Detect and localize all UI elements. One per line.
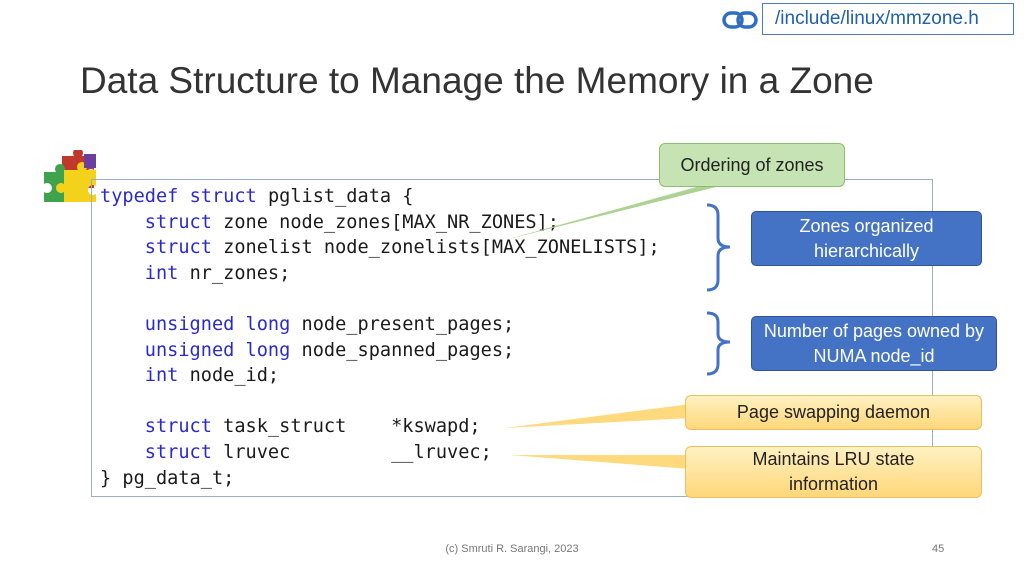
- code-keyword: long: [245, 339, 291, 361]
- puzzle-pieces-icon: [44, 150, 96, 202]
- chain-link-icon: [722, 11, 758, 29]
- code-line: struct zonelist node_zonelists[MAX_ZONEL…: [100, 235, 660, 261]
- code-text: nr_zones;: [178, 262, 291, 284]
- code-keyword: long: [245, 313, 291, 335]
- code-text: } pg_data_t;: [100, 467, 235, 489]
- code-line: int node_id;: [100, 363, 660, 389]
- code-keyword: struct: [144, 416, 212, 438]
- code-text: node_present_pages;: [290, 313, 515, 335]
- swap-daemon-callout: Page swapping daemon: [685, 395, 982, 430]
- code-text: [100, 263, 145, 284]
- footer-credit: (c) Smruti R. Sarangi, 2023: [445, 543, 579, 555]
- code-keyword: typedef: [100, 186, 179, 207]
- code-keyword: struct: [144, 441, 212, 463]
- code-line: [100, 286, 660, 312]
- code-text: task_struct *kswapd;: [211, 416, 481, 438]
- code-text: lruvec __lruvec;: [211, 441, 492, 463]
- code-text: [234, 340, 245, 361]
- zones-hierarchy-text: Zones organized hierarchically: [799, 215, 934, 261]
- code-line: typedef struct pglist_data {: [100, 184, 660, 210]
- source-file-link[interactable]: /include/linux/mmzone.h: [762, 3, 1014, 35]
- code-text: pglist_data {: [256, 186, 414, 207]
- pages-owned-note: Number of pages owned by NUMA node_id: [751, 316, 997, 371]
- code-text: [100, 416, 145, 437]
- code-text: zonelist node_zonelists[MAX_ZONELISTS];: [211, 237, 660, 259]
- lru-state-text: Maintains LRU state information: [752, 449, 915, 494]
- code-line: int nr_zones;: [100, 261, 660, 287]
- code-keyword: unsigned: [144, 339, 235, 361]
- code-keyword: struct: [144, 237, 212, 259]
- code-line: unsigned long node_spanned_pages;: [100, 338, 660, 364]
- code-keyword: int: [144, 262, 179, 284]
- code-keyword: struct: [189, 186, 257, 207]
- code-text: zone node_zones[MAX_NR_ZONES];: [211, 211, 559, 233]
- code-line: struct zone node_zones[MAX_NR_ZONES];: [100, 210, 660, 236]
- page-number: 45: [932, 543, 945, 555]
- code-text: [100, 212, 145, 233]
- code-text: node_spanned_pages;: [290, 339, 515, 361]
- code-line: [100, 389, 660, 415]
- zones-hierarchy-note: Zones organized hierarchically: [751, 211, 982, 266]
- code-text: [100, 340, 145, 361]
- code-keyword: struct: [144, 211, 212, 233]
- code-block: typedef struct pglist_data { struct zone…: [100, 184, 660, 491]
- pages-owned-text: Number of pages owned by NUMA node_id: [763, 320, 985, 366]
- code-line: struct lruvec __lruvec;: [100, 440, 660, 466]
- code-line: } pg_data_t;: [100, 466, 660, 492]
- code-text: [234, 314, 245, 335]
- code-text: node_id;: [178, 365, 280, 387]
- code-text: [100, 314, 145, 335]
- code-keyword: int: [144, 365, 179, 387]
- code-text: [100, 442, 145, 463]
- code-text: [100, 237, 145, 258]
- slide-title: Data Structure to Manage the Memory in a…: [80, 60, 874, 101]
- code-text: [100, 365, 145, 386]
- code-text: [178, 186, 189, 207]
- code-line: struct task_struct *kswapd;: [100, 414, 660, 440]
- code-keyword: unsigned: [144, 313, 235, 335]
- code-line: unsigned long node_present_pages;: [100, 312, 660, 338]
- lru-state-callout: Maintains LRU state information: [685, 446, 982, 498]
- ordering-of-zones-callout: Ordering of zones: [659, 143, 845, 187]
